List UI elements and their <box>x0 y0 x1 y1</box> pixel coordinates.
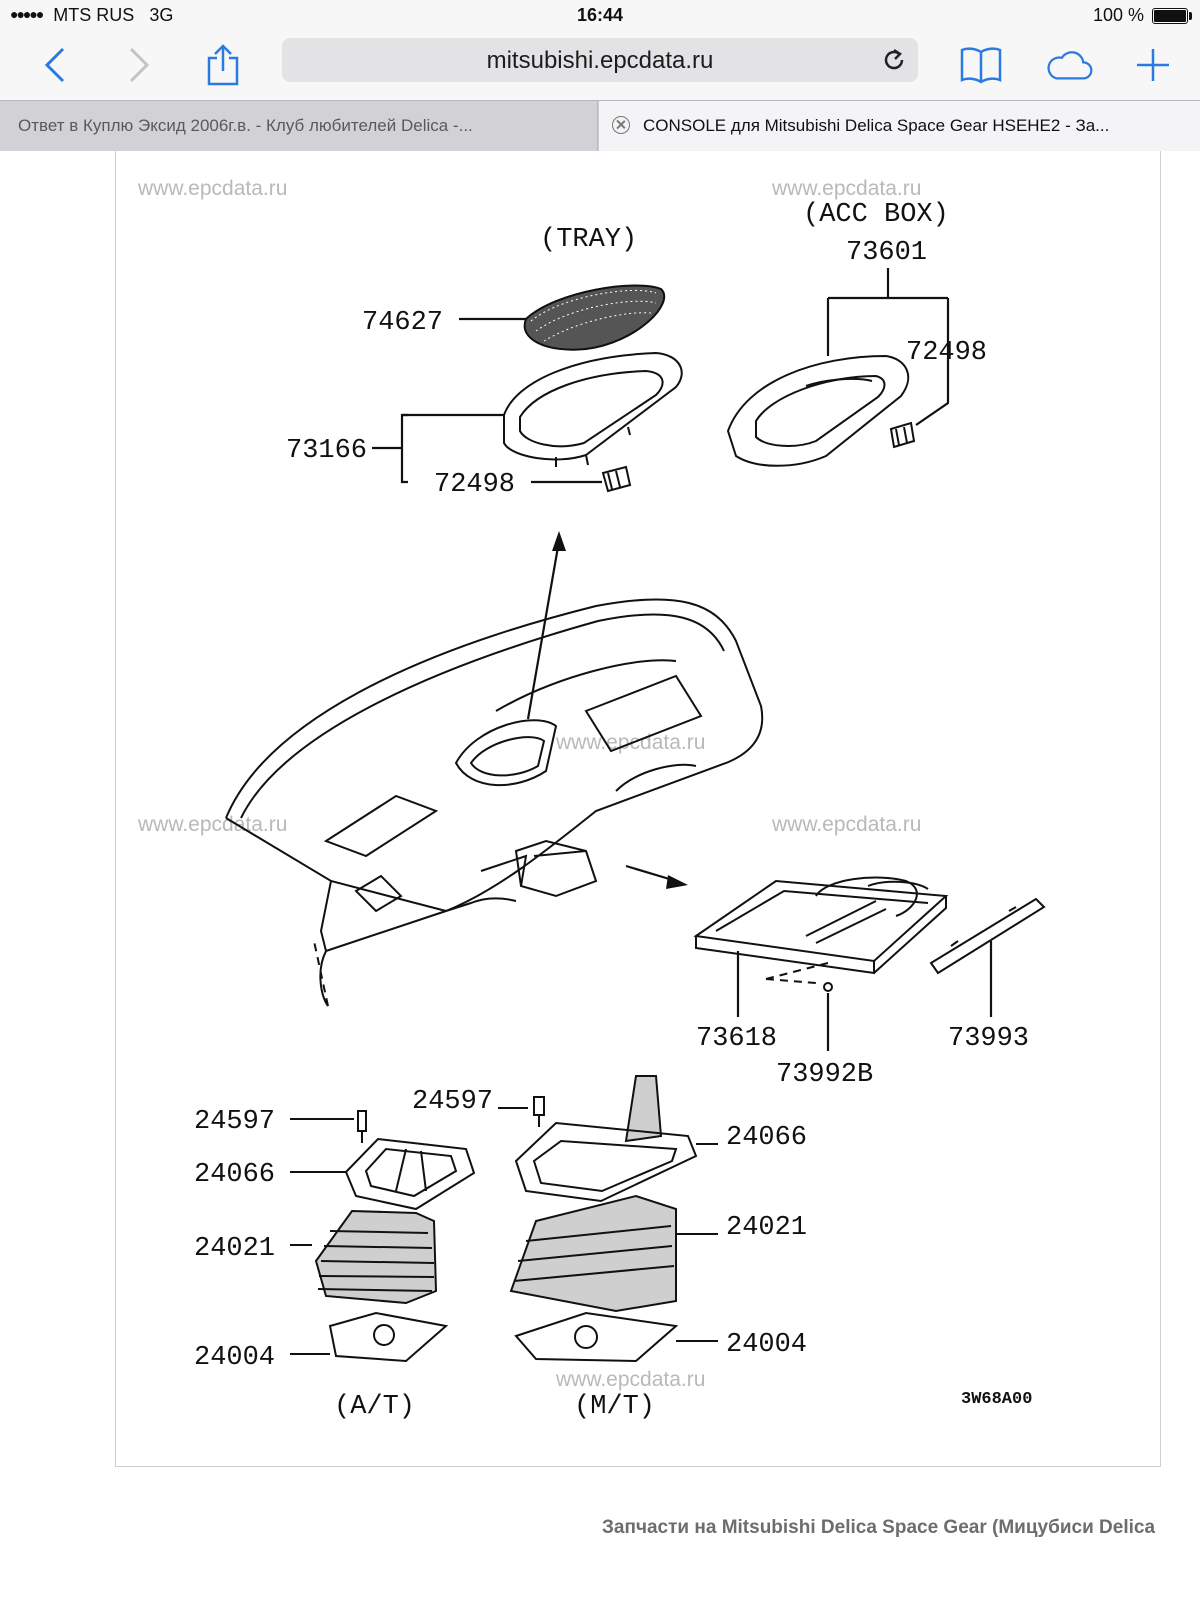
acc-box-drawing <box>726 354 916 467</box>
carrier-info: ●●●●● MTS RUS 3G <box>10 5 173 26</box>
diagram-drawing: www.epcdata.ru www.epcdata.ru www.epcdat… <box>137 177 1046 1422</box>
cloud-icon <box>1047 51 1093 80</box>
part-number: 73992B <box>776 1060 873 1090</box>
part-number: 72498 <box>434 470 515 500</box>
watermark: www.epcdata.ru <box>555 1368 705 1391</box>
parts-diagram: www.epcdata.ru www.epcdata.ru www.epcdat… <box>115 151 1161 1467</box>
part-number: 24597 <box>412 1087 493 1117</box>
plus-icon <box>1137 49 1169 81</box>
part-number: 24021 <box>194 1234 275 1264</box>
part-number: 73618 <box>696 1024 777 1054</box>
watermark: www.epcdata.ru <box>771 177 921 200</box>
reload-icon[interactable] <box>880 46 908 74</box>
clock: 16:44 <box>576 5 624 25</box>
tray-mat-drawing <box>523 284 666 351</box>
chevron-left-icon <box>44 47 65 83</box>
part-number: 24004 <box>194 1343 275 1373</box>
network-type: 3G <box>149 5 174 25</box>
part-number: 24004 <box>726 1330 807 1360</box>
tab-title: CONSOLE для Mitsubishi Delica Space Gear… <box>643 116 1110 135</box>
tab-title: Ответ в Куплю Эксид 2006г.в. - Клуб люби… <box>18 116 473 135</box>
part-number: 73993 <box>948 1024 1029 1054</box>
part-number: 24021 <box>726 1213 807 1243</box>
at-shifter-drawing <box>290 1110 476 1363</box>
part-number: 73601 <box>846 238 927 268</box>
mt-shifter-drawing <box>498 1075 718 1363</box>
share-icon <box>207 44 239 86</box>
dashboard-drawing <box>225 598 764 1007</box>
tab-inactive[interactable]: Ответ в Куплю Эксид 2006г.в. - Клуб люби… <box>0 101 598 151</box>
close-tab-icon[interactable] <box>612 116 630 134</box>
acc-box-label: (ACC BOX) <box>803 200 949 230</box>
battery-percent: 100 % <box>1092 5 1144 25</box>
carrier-name: MTS RUS <box>53 5 135 25</box>
book-icon <box>960 47 1002 84</box>
battery-icon <box>1152 7 1192 24</box>
part-number: 24066 <box>194 1160 275 1190</box>
watermark: www.epcdata.ru <box>771 813 921 836</box>
forward-button[interactable] <box>114 42 164 88</box>
bookmarks-button[interactable] <box>956 42 1006 88</box>
page-title: Запчасти на Mitsubishi Delica Space Gear… <box>602 1517 1156 1538</box>
share-button[interactable] <box>198 42 248 88</box>
part-number: 24597 <box>194 1107 275 1137</box>
drawing-code: 3W68A00 <box>961 1390 1032 1409</box>
url-text: mitsubishi.epcdata.ru <box>486 47 714 74</box>
browser-toolbar: mitsubishi.epcdata.ru <box>0 32 1200 100</box>
tab-active[interactable]: CONSOLE для Mitsubishi Delica Space Gear… <box>599 101 1200 151</box>
at-label: (A/T) <box>334 1392 415 1422</box>
watermark: www.epcdata.ru <box>137 813 287 836</box>
part-number: 73166 <box>286 436 367 466</box>
part-number: 74627 <box>362 308 443 338</box>
tray-label: (TRAY) <box>540 225 637 255</box>
status-bar: ●●●●● MTS RUS 3G 16:44 100 % <box>0 0 1200 32</box>
address-bar[interactable]: mitsubishi.epcdata.ru <box>282 38 918 82</box>
tab-bar: Ответ в Куплю Эксид 2006г.в. - Клуб люби… <box>0 100 1200 152</box>
mt-label: (M/T) <box>574 1392 655 1422</box>
icloud-tabs-button[interactable] <box>1044 42 1094 88</box>
console-box-drawing <box>693 876 1046 992</box>
new-tab-button[interactable] <box>1128 42 1178 88</box>
watermark: www.epcdata.ru <box>137 177 287 200</box>
signal-strength-icon: ●●●●● <box>10 6 44 22</box>
chevron-right-icon <box>129 47 150 83</box>
part-number: 24066 <box>726 1123 807 1153</box>
tray-frame-drawing <box>503 351 683 493</box>
part-number: 72498 <box>906 338 987 368</box>
battery-status: 100 % <box>1092 5 1192 26</box>
web-content: www.epcdata.ru www.epcdata.ru www.epcdat… <box>0 151 1200 1600</box>
back-button[interactable] <box>30 42 80 88</box>
